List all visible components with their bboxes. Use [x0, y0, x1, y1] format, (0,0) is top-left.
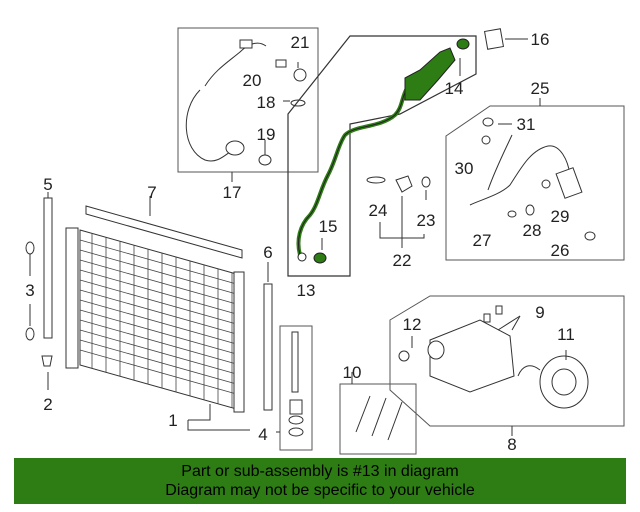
group-13-box	[287, 35, 477, 277]
callout-24: 24	[369, 201, 388, 220]
callout-16: 16	[531, 30, 550, 49]
callout-29: 29	[551, 207, 570, 226]
callout-6: 6	[263, 243, 272, 262]
callout-4: 4	[258, 425, 267, 444]
callout-26: 26	[551, 241, 570, 260]
group-8-box	[389, 295, 625, 436]
part-4	[276, 325, 313, 451]
callout-11: 11	[557, 325, 575, 344]
part-10	[339, 372, 417, 455]
callout-23: 23	[417, 211, 436, 230]
part-16	[483, 28, 528, 50]
callout-9: 9	[535, 303, 544, 322]
callout-17: 17	[223, 183, 242, 202]
callout-10: 10	[343, 363, 362, 382]
banner-line-1: Part or sub-assembly is #13 in diagram	[181, 463, 459, 480]
callout-20: 20	[243, 71, 262, 90]
callout-18: 18	[257, 93, 276, 112]
callout-1: 1	[168, 411, 177, 430]
callout-13: 13	[297, 281, 316, 300]
parts-diagram: 1 2 3 4 5 6 7 8 9 10 11 12 13 14 15 16 1…	[25, 27, 625, 455]
callout-21: 21	[291, 33, 310, 52]
group-22	[366, 175, 431, 248]
callout-14: 14	[445, 79, 464, 98]
callout-19: 19	[257, 125, 276, 144]
callout-7: 7	[147, 183, 156, 202]
callout-3: 3	[25, 281, 34, 300]
callout-27: 27	[473, 231, 492, 250]
callout-30: 30	[455, 159, 474, 178]
callout-31: 31	[517, 115, 536, 134]
condenser	[25, 192, 273, 431]
group-17-box	[177, 27, 319, 182]
callout-25: 25	[531, 79, 550, 98]
info-banner: Part or sub-assembly is #13 in diagram D…	[14, 458, 626, 504]
callout-5: 5	[43, 175, 52, 194]
callout-8: 8	[507, 435, 516, 454]
banner-line-2: Diagram may not be specific to your vehi…	[165, 482, 475, 499]
callout-12: 12	[403, 315, 422, 334]
callout-2: 2	[43, 395, 52, 414]
callout-22: 22	[393, 251, 412, 270]
group-25-box	[445, 98, 625, 261]
callout-15: 15	[319, 217, 338, 236]
callout-28: 28	[523, 221, 542, 240]
